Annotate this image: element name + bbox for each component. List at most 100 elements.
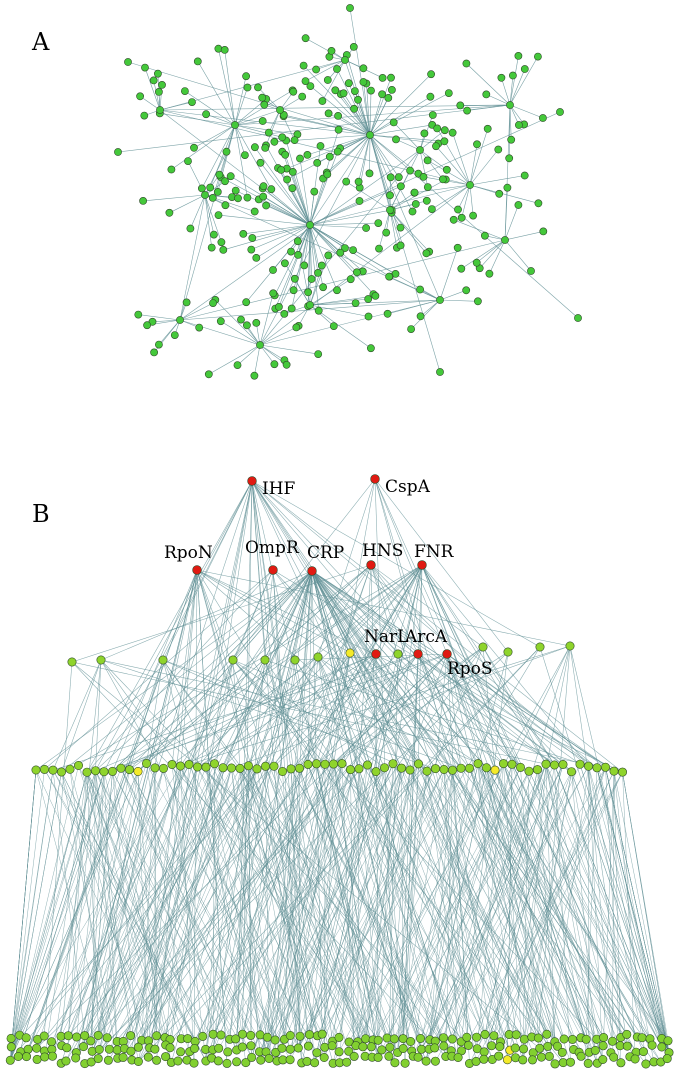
node [286,764,296,774]
node [243,83,252,92]
label-ArcA: ArcA [404,627,448,647]
node [277,165,285,174]
edge [469,184,474,216]
node [270,137,279,146]
node [341,56,349,64]
node [581,1034,591,1044]
edge [395,139,421,151]
node [575,759,585,769]
edge [482,646,547,765]
edge [311,570,564,765]
node [518,1055,528,1065]
panel-b-labels: IHF CspA RpoN OmpR CRP HNS FNR NarL ArcA… [164,477,493,679]
node [473,297,482,306]
node [72,1032,82,1042]
edge [109,768,258,1050]
node [536,1052,546,1062]
node [244,761,254,771]
edge [520,767,539,1039]
edge [294,659,379,1058]
node [312,65,320,74]
edge [129,570,313,770]
edge [310,85,371,136]
node [384,94,393,102]
edge [52,653,419,771]
node [298,92,307,101]
edge [189,564,423,1052]
edge [588,766,604,1060]
edge [205,570,313,768]
edge [504,231,544,241]
node [364,295,373,303]
edge [259,344,275,365]
node [354,764,364,774]
edge [486,767,587,1040]
node [231,1034,241,1044]
edge [234,76,247,126]
node [256,1055,266,1065]
edge [154,767,157,1036]
node [350,104,358,113]
edge [234,109,281,126]
edge [307,764,421,1039]
edge [309,224,374,295]
edge [218,48,236,126]
edge [482,646,555,766]
node [350,87,359,95]
edge [212,763,215,1035]
node [252,253,261,262]
node [385,272,393,281]
edge [83,768,164,1047]
edge [52,769,219,1049]
node [324,109,333,118]
edge [571,771,621,1046]
node [342,1057,352,1067]
edge [605,767,621,1046]
edge [486,767,651,1039]
node [466,181,474,189]
node [413,1052,423,1062]
node [277,1043,287,1053]
edge [401,767,558,1047]
edge [309,224,358,273]
edge [452,770,470,1064]
edge [311,570,470,769]
node [246,1030,256,1040]
edge [180,765,195,1064]
node [222,1058,232,1068]
edge [205,659,234,768]
edge [309,174,328,226]
edge [483,764,564,1060]
node [514,201,523,209]
edge [188,570,313,765]
node [62,1043,72,1053]
node [270,360,279,369]
edge [369,134,371,174]
node [285,1031,295,1041]
node [184,759,194,769]
edge [509,104,544,119]
node [463,1040,473,1050]
edge [162,659,411,771]
node [400,1058,410,1068]
panel-b: B IHF CspA RpoN OmpR CRP HNS FNR NarL Ar… [5,474,674,1069]
edge [10,772,88,1061]
edge [290,224,311,252]
edge [389,200,427,211]
node [524,766,534,776]
node [662,1054,672,1064]
node [116,763,126,773]
node [213,187,222,196]
node [221,201,230,210]
edge [83,769,130,1047]
node [258,93,267,102]
node [583,761,593,771]
edge [317,769,445,1036]
node [149,76,158,85]
node [242,72,250,81]
node [331,86,340,95]
panel-b-nodes [5,474,674,1069]
edge [265,769,351,1052]
edge [273,653,399,767]
node [453,1053,463,1063]
